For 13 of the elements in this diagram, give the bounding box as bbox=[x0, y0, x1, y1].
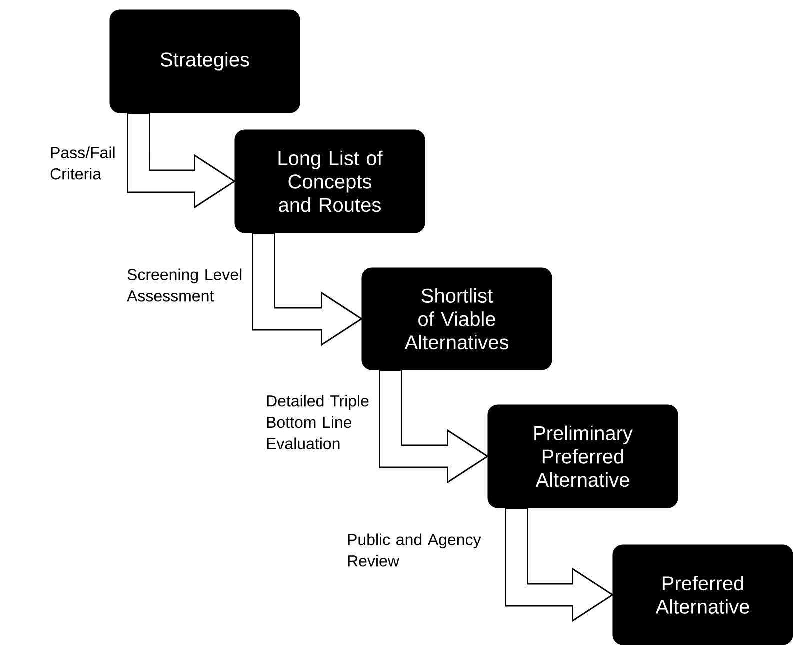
process-box: Strategies bbox=[110, 10, 300, 114]
hollow-arrow bbox=[505, 508, 614, 622]
edge-label: Detailed Triple Bottom Line Evaluation bbox=[267, 395, 369, 450]
process-box: Long List of Concepts and Routes bbox=[234, 130, 426, 234]
edge-label: Pass/Fail Criteria bbox=[50, 146, 115, 180]
process-box: Preferred Alternative bbox=[612, 544, 793, 645]
hollow-arrow bbox=[252, 232, 364, 346]
hollow-arrow bbox=[127, 112, 236, 209]
edge-label: Public and Agency Review bbox=[348, 534, 482, 567]
process-box: Preliminary Preferred Alternative bbox=[488, 404, 678, 508]
hollow-arrow bbox=[379, 370, 490, 484]
process-box: Shortlist of Viable Alternatives bbox=[362, 268, 552, 370]
edge-label: Screening Level Assessment bbox=[127, 268, 242, 302]
